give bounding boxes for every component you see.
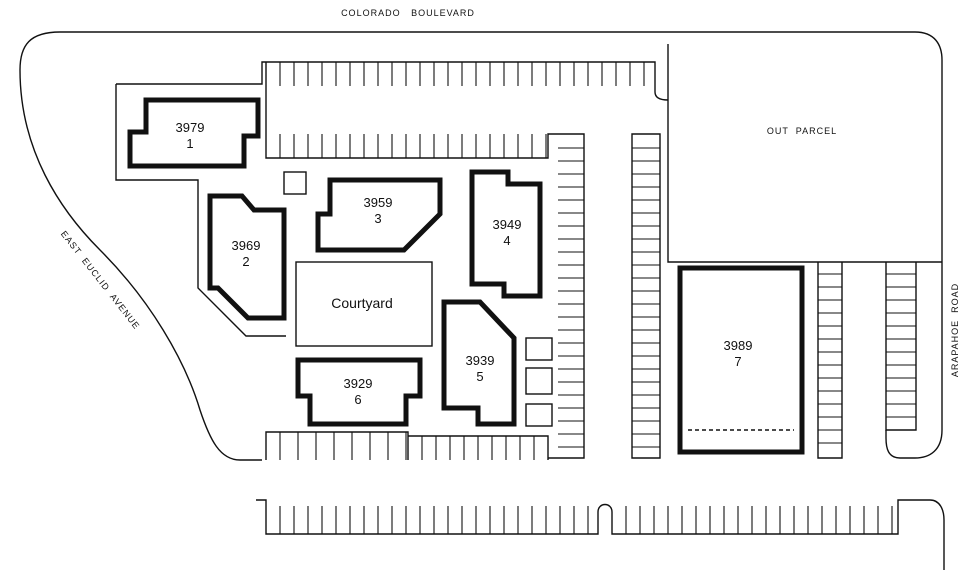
site-boundary: [19, 31, 943, 461]
building-5-number: 5: [476, 369, 483, 384]
building-2-address: 3969: [232, 238, 261, 253]
building-6-number: 6: [354, 392, 361, 407]
building-4[interactable]: 3949 4: [469, 169, 543, 299]
east-island: [817, 262, 843, 459]
building-6-address: 3929: [344, 376, 373, 391]
courtyard: [295, 261, 433, 347]
building-6[interactable]: 3929 6: [295, 357, 423, 427]
building-7-address: 3989: [724, 338, 753, 353]
courtyard-label: Courtyard: [331, 295, 392, 311]
out-parcel-boundary: [667, 44, 942, 263]
road-label-north: COLORADO BOULEVARD: [341, 8, 475, 18]
parking-stalls-east-island: [818, 273, 842, 444]
west-island: [116, 61, 266, 85]
parking-stalls-south: [279, 506, 893, 534]
building-4-number: 4: [503, 233, 510, 248]
building-7-number: 7: [734, 354, 741, 369]
building-7[interactable]: 3989 7: [677, 265, 805, 455]
parking-stalls-north-bottom: [279, 134, 547, 158]
building-3[interactable]: 3959 3: [315, 177, 443, 253]
building-3-number: 3: [374, 211, 381, 226]
building-3-address: 3959: [364, 195, 393, 210]
building-1[interactable]: 3979 1: [127, 97, 261, 169]
utility-pad: [525, 367, 553, 395]
parking-north-outline: [266, 61, 669, 101]
building-5[interactable]: 3939 5: [441, 299, 517, 427]
building-4-address: 3949: [493, 217, 522, 232]
parking-stalls-far-east: [886, 273, 916, 418]
building-1-number: 1: [186, 136, 193, 151]
building-2-number: 2: [242, 254, 249, 269]
parking-stalls-south-inner: [279, 432, 535, 460]
out-parcel-label: OUT PARCEL: [767, 126, 837, 136]
middle-island: [631, 133, 661, 459]
building-1-address: 3979: [176, 120, 205, 135]
west-island-edge: [115, 84, 286, 337]
parking-north-lower-outline: [265, 62, 585, 459]
parking-stalls-inner-east: [558, 147, 584, 448]
road-label-west: EAST EUCLID AVENUE: [59, 229, 142, 331]
parking-stalls-north-top: [279, 62, 645, 86]
parking-stalls-middle: [632, 147, 660, 448]
building-5-address: 3939: [466, 353, 495, 368]
utility-pad: [283, 171, 307, 195]
far-east-island: [885, 262, 917, 431]
east-curb: [885, 258, 943, 459]
parking-south-outline: [256, 499, 945, 570]
utility-pad: [525, 337, 553, 361]
utility-pad: [525, 403, 553, 427]
road-label-east: ARAPAHOE ROAD: [950, 283, 960, 377]
parking-south-inner-outline: [265, 431, 549, 460]
building-2[interactable]: 3969 2: [207, 193, 287, 321]
